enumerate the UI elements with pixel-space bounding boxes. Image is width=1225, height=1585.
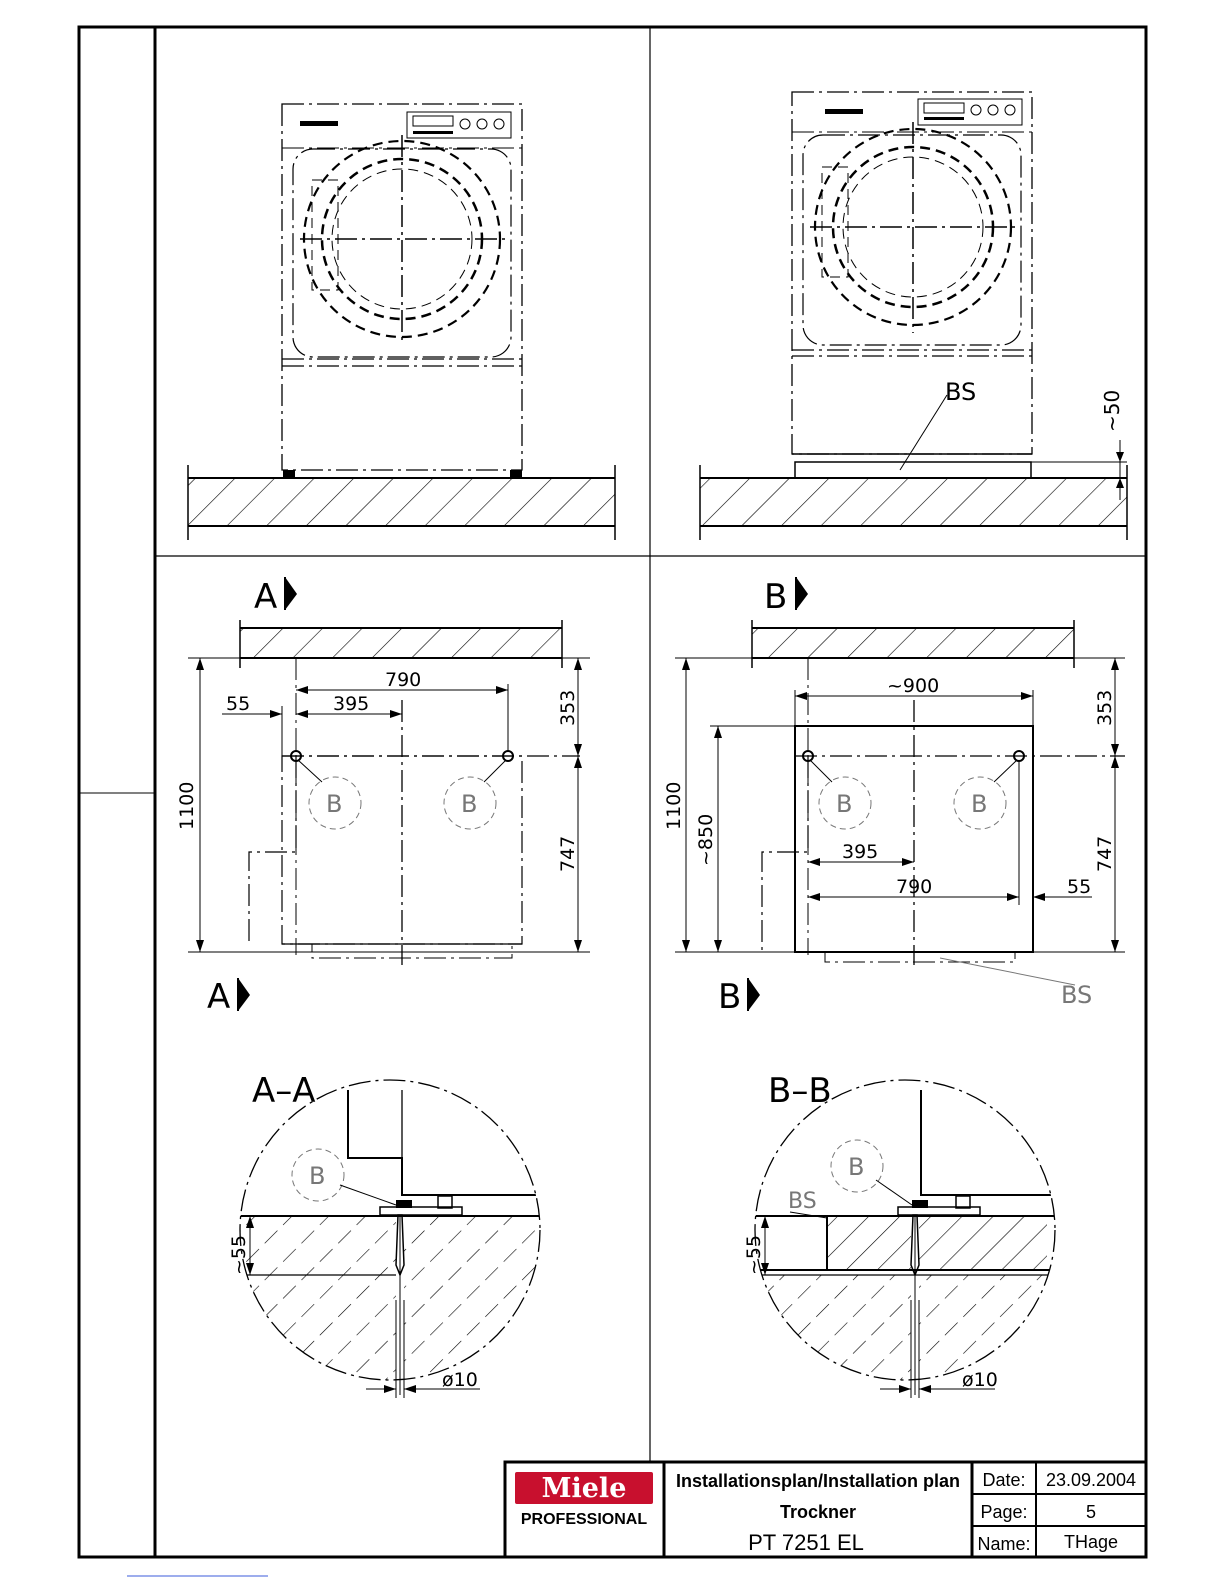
section-title-b: B–B xyxy=(768,1071,832,1111)
miele-logo-text: Miele xyxy=(542,1473,627,1504)
dim-a-55: 55 xyxy=(226,693,250,715)
bs-label-detail: BS xyxy=(788,1189,817,1214)
bs-label-plan: BS xyxy=(1061,981,1092,1009)
dim-detail-b-10: ø10 xyxy=(962,1369,998,1391)
section-letter-a-bottom: A xyxy=(207,977,230,1017)
plan-view-a xyxy=(188,577,590,1011)
model-number: PT 7251 EL xyxy=(748,1530,864,1555)
page-value: 5 xyxy=(1086,1502,1096,1522)
section-letter-a-top: A xyxy=(254,577,277,617)
front-view-left xyxy=(188,104,615,540)
name-label: Name: xyxy=(977,1534,1030,1554)
bs-label-front: BS xyxy=(945,378,976,406)
plan-title: Installationsplan/Installation plan xyxy=(676,1471,960,1491)
date-label: Date: xyxy=(982,1470,1025,1490)
dim-b-790: 790 xyxy=(896,876,932,898)
section-letter-b-top: B xyxy=(764,577,787,617)
dim-a-747: 747 xyxy=(557,836,579,872)
date-value: 23.09.2004 xyxy=(1046,1470,1136,1490)
b-marker-b-right: B xyxy=(971,790,987,818)
page-label: Page: xyxy=(980,1502,1027,1522)
dim-a-1100: 1100 xyxy=(176,782,198,830)
dim-height-50: ~50 xyxy=(1100,390,1124,432)
dim-a-395: 395 xyxy=(333,693,369,715)
miele-professional: PROFESSIONAL xyxy=(521,1511,647,1528)
dim-detail-a-10: ø10 xyxy=(442,1369,478,1391)
dim-a-790: 790 xyxy=(385,669,421,691)
detail-section-b xyxy=(755,1080,1055,1398)
section-title-a: A–A xyxy=(252,1071,316,1111)
product-type: Trockner xyxy=(780,1502,856,1522)
dim-b-353: 353 xyxy=(1094,690,1116,726)
b-marker-b-left: B xyxy=(836,790,852,818)
dim-b-747: 747 xyxy=(1094,836,1116,872)
b-marker-detail-a: B xyxy=(309,1162,325,1190)
name-value: THage xyxy=(1064,1532,1118,1552)
b-marker-detail-b: B xyxy=(848,1153,864,1181)
section-letter-b-bottom: B xyxy=(718,977,741,1017)
dim-b-850: ~850 xyxy=(695,814,717,866)
dim-a-353: 353 xyxy=(557,690,579,726)
plan-view-b xyxy=(675,577,1125,1011)
dim-b-900: ~900 xyxy=(887,675,939,697)
dim-b-55: 55 xyxy=(1067,876,1091,898)
dim-b-1100: 1100 xyxy=(663,782,685,830)
front-view-right xyxy=(700,92,1127,540)
dim-detail-b-55: ~55 xyxy=(743,1235,765,1275)
b-marker-a-left: B xyxy=(326,790,342,818)
b-marker-a-right: B xyxy=(461,790,477,818)
dim-b-395: 395 xyxy=(842,841,878,863)
dim-detail-a-55: ~55 xyxy=(228,1235,250,1275)
detail-section-a xyxy=(240,1080,540,1398)
